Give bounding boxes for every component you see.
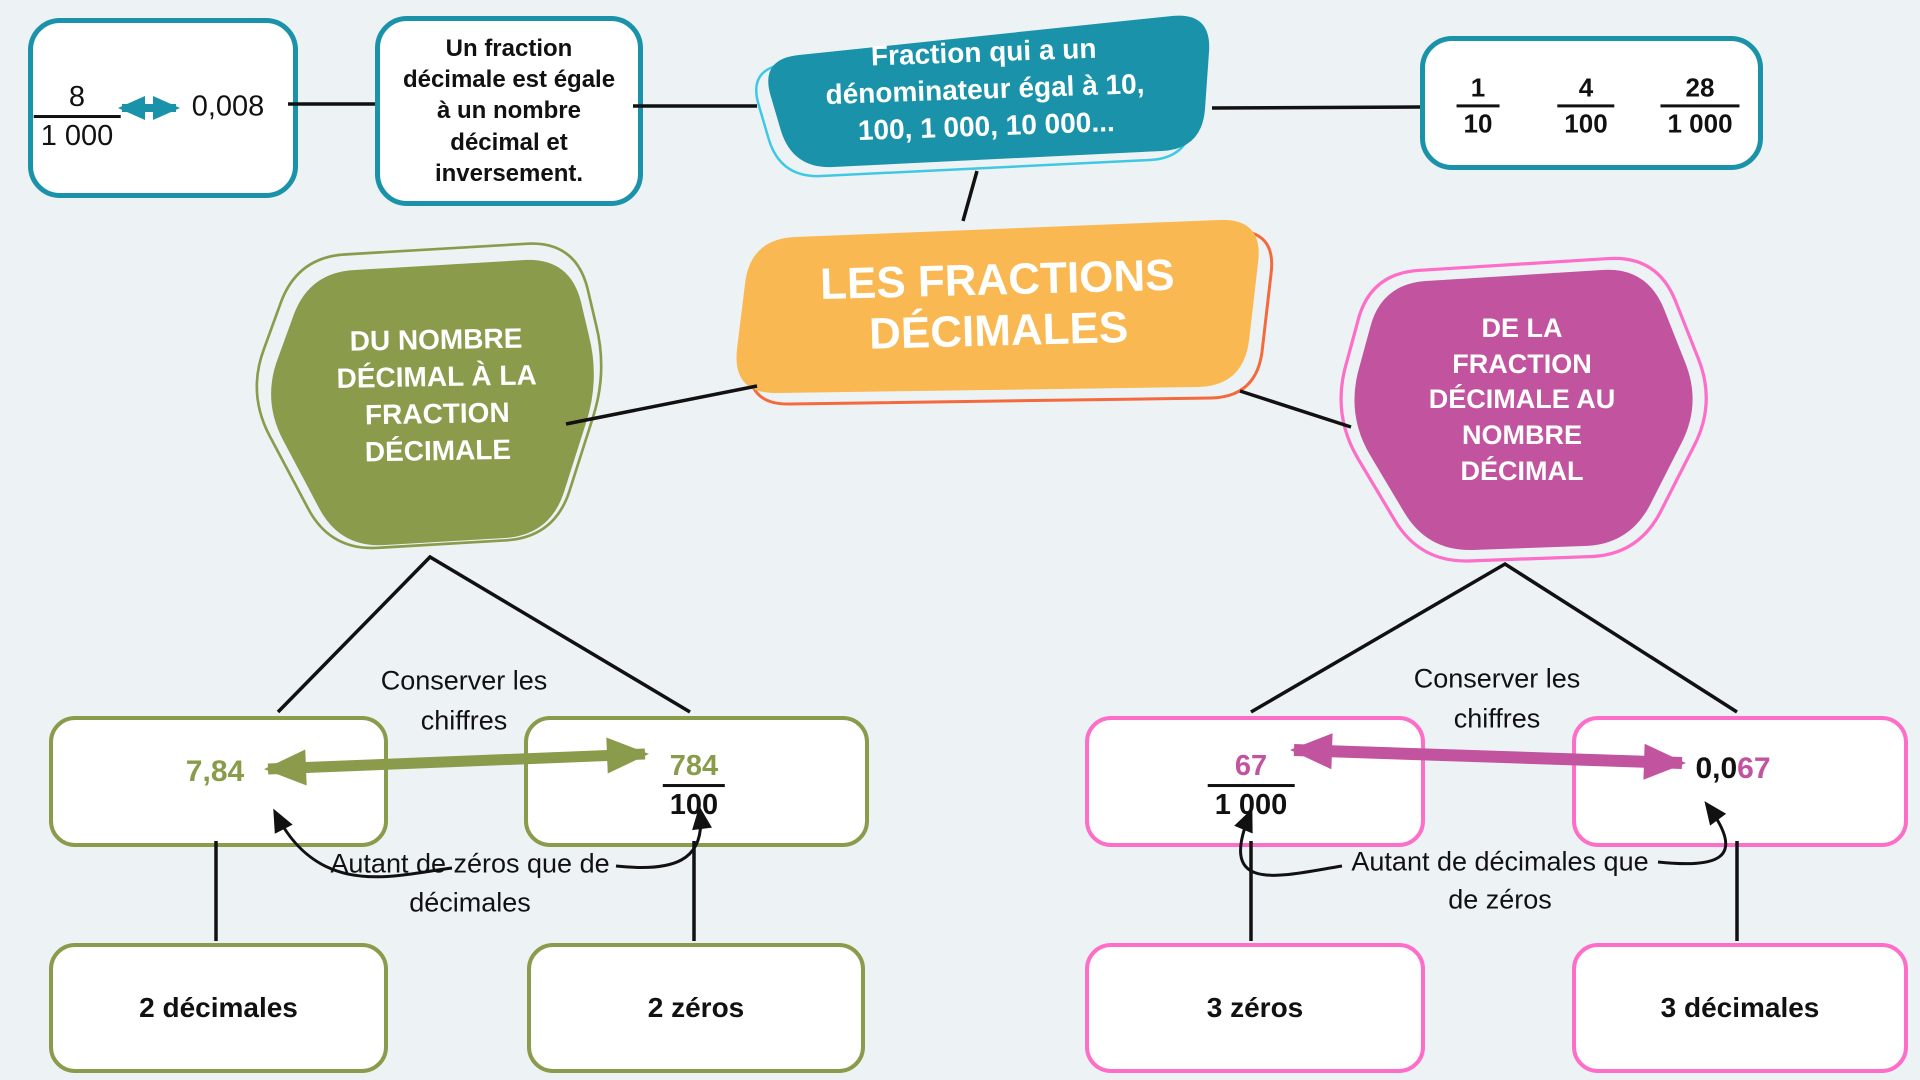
definition-text: Un fraction décimale est égale à un nomb…: [402, 35, 616, 187]
example-fraction-1-10: 1 10: [1456, 55, 1500, 139]
fraction-numerator: 4: [1578, 72, 1594, 103]
fraction-bar: [1557, 104, 1615, 108]
main-title: LES FRACTIONS DÉCIMALES: [819, 250, 1176, 359]
node-3-decimales: 3 décimales: [1572, 943, 1908, 1073]
fraction-bar: [1660, 104, 1740, 108]
example-fraction-28-1000: 28 1 000: [1660, 55, 1740, 139]
fraction-numerator: 67: [1234, 750, 1268, 783]
count-label: 2 zéros: [647, 992, 745, 1023]
left-note-line1: Autant de zéros que de: [330, 848, 610, 879]
right-keep-label-2: chiffres: [1453, 703, 1541, 734]
fraction-numerator: 8: [68, 81, 86, 114]
decimal-prefix: 0,0: [1695, 752, 1738, 785]
fraction-denominator: 100: [1564, 108, 1608, 139]
node-fraction-examples: [1420, 36, 1763, 170]
fraction-denominator: 1 000: [40, 120, 114, 153]
fraction-bar: [662, 784, 726, 788]
left-keep-label: Conserver les: [380, 665, 548, 696]
left-keep-label-2: chiffres: [420, 705, 508, 736]
fraction-numerator: 784: [669, 750, 719, 783]
denominator-rule-text: Fraction qui a un dénominateur égal à 10…: [825, 32, 1145, 146]
fraction-denominator: 100: [669, 789, 719, 822]
count-label: 3 zéros: [1206, 992, 1304, 1023]
node-3-zeros: 3 zéros: [1085, 943, 1425, 1073]
fraction-bar: [33, 115, 121, 119]
node-2-decimales: 2 décimales: [49, 943, 388, 1073]
right-branch-title: DE LA FRACTION DÉCIMALE AU NOMBRE DÉCIMA…: [1428, 312, 1616, 486]
left-branch-title: DU NOMBRE DÉCIMAL À LA FRACTION DÉCIMALE: [336, 322, 537, 468]
decimal-value-0067: 0,067: [1695, 752, 1770, 786]
count-label: 3 décimales: [1660, 992, 1820, 1023]
fraction-denominator: 10: [1463, 108, 1493, 139]
left-note-line2: décimales: [409, 887, 531, 918]
example-decimal-value: 0,008: [191, 90, 265, 123]
fraction-numerator: 28: [1685, 72, 1715, 103]
count-label: 2 décimales: [139, 992, 298, 1023]
decimal-suffix: 67: [1737, 752, 1771, 785]
example-fraction: 8 1 000: [33, 63, 121, 153]
fraction-denominator: 1 000: [1214, 789, 1288, 822]
fraction-bar: [1207, 784, 1295, 788]
node-definition: Un fraction décimale est égale à un nomb…: [375, 16, 643, 206]
right-note-line1: Autant de décimales que: [1351, 846, 1649, 877]
fraction-784-100: 784 100: [662, 732, 726, 822]
right-keep-label: Conserver les: [1413, 663, 1581, 694]
decimal-value-784: 7,84: [185, 755, 245, 788]
fraction-denominator: 1 000: [1667, 108, 1733, 139]
fraction-67-1000: 67 1 000: [1207, 732, 1295, 822]
node-2-zeros: 2 zéros: [527, 943, 865, 1073]
fraction-numerator: 1: [1470, 72, 1486, 103]
example-fraction-4-100: 4 100: [1557, 55, 1615, 139]
fraction-bar: [1456, 104, 1500, 108]
right-note-line2: de zéros: [1448, 884, 1552, 915]
connector-lines: [214, 102, 1739, 941]
